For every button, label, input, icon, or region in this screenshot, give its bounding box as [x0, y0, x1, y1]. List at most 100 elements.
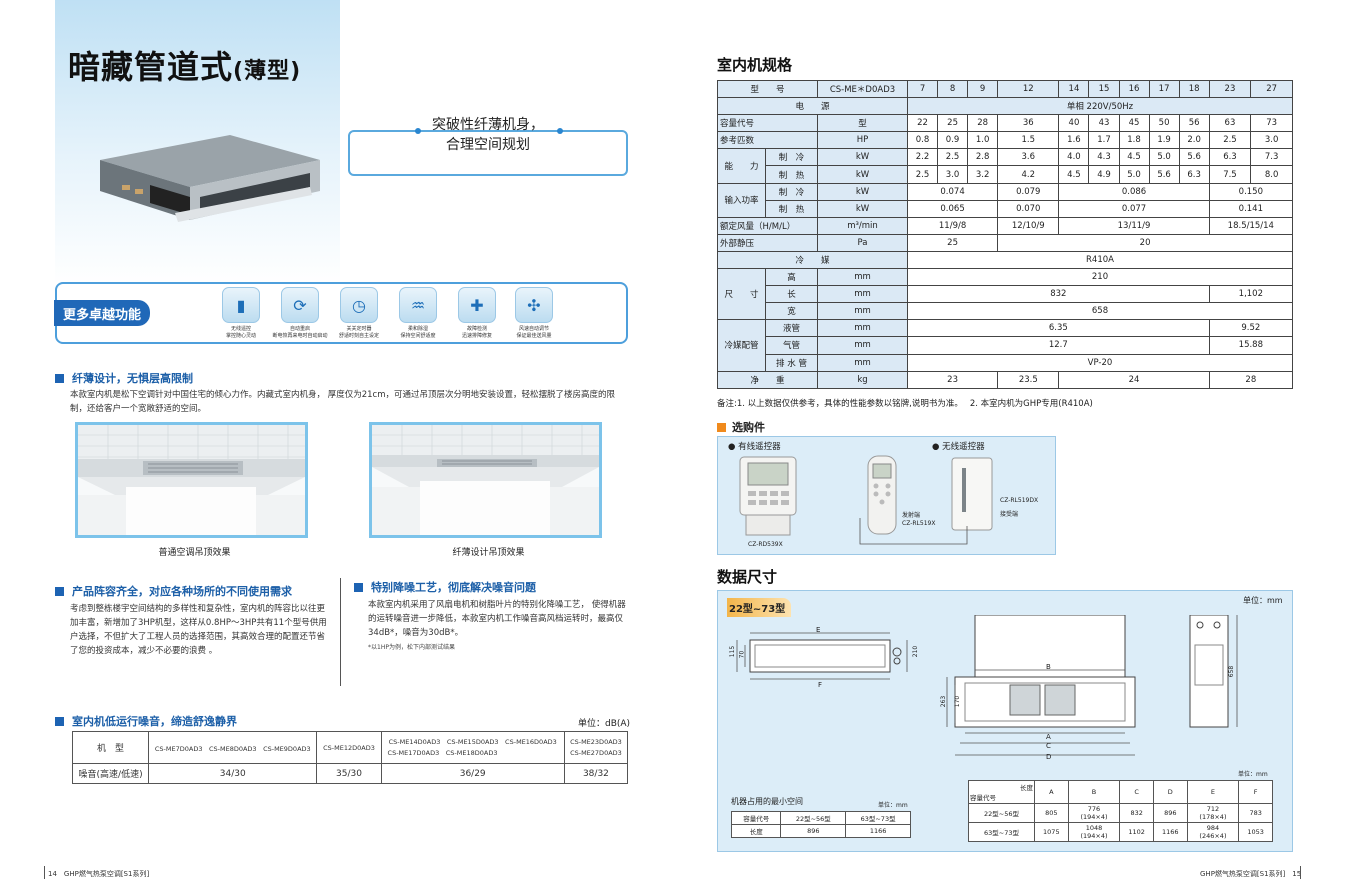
table-cell: 25	[937, 114, 969, 133]
feature-dehumidify: ♒ 柔和除湿保持空间舒适度	[388, 287, 448, 340]
transmitter-model: CZ-RL519X	[902, 520, 936, 527]
table-cell: 3.0	[1250, 131, 1293, 150]
table-cell: 43	[1088, 114, 1120, 133]
table-cell: 36	[997, 114, 1060, 133]
table-cell: 15.88	[1208, 336, 1294, 355]
table-cell: 12	[997, 79, 1060, 99]
feature-diagnosis: ✚ 故障检测迅速排障修复	[447, 287, 507, 340]
options-heading: 选购件	[717, 419, 765, 435]
table-cell: 658	[907, 302, 1293, 321]
thin-ceiling-illustration	[369, 422, 602, 538]
section-noise-table-heading: 室内机低运行噪音，缔造舒逸静界	[55, 713, 237, 729]
connector-line	[859, 518, 968, 545]
table-cell: 783	[1238, 803, 1273, 823]
noise-value: 38/32	[563, 763, 629, 784]
table-cell: 0.070	[997, 199, 1060, 218]
table-cell: mm	[817, 268, 908, 287]
callout-dot	[557, 128, 563, 134]
dim-label-C: C	[1046, 742, 1051, 750]
table-cell: HP	[817, 131, 908, 150]
table-cell: 28	[967, 114, 999, 133]
dimension-drawing	[736, 615, 1238, 756]
section-thin-design-text: 本款室内机是松下空调针对中国住宅的倾心力作。内藏式室内机身， 厚度仅为21cm，…	[70, 390, 615, 414]
table-cell: kW	[817, 165, 908, 184]
dim-label-210: 210	[912, 645, 920, 658]
table-cell: 15	[1088, 79, 1120, 99]
left-footer: 14 GHP燃气热泵空调[S1系列]	[48, 870, 150, 878]
dim-label-F: F	[818, 681, 823, 689]
table-cell: 1053	[1238, 822, 1273, 842]
table-cell: 制 冷	[765, 148, 818, 167]
table-cell: 净 重	[717, 370, 818, 389]
caption-thin: 纤薄设计吊顶效果	[452, 548, 525, 558]
dimension-title: 数据尺寸	[717, 568, 778, 586]
table-cell: mm	[817, 319, 908, 338]
table-cell: 4.5	[1118, 148, 1150, 167]
noise-row-label: 机 型	[71, 731, 150, 764]
table-cell: 外部静压	[717, 233, 818, 252]
table-cell: 28	[1208, 370, 1294, 389]
table-cell: 1.8	[1118, 131, 1150, 150]
table-cell: 832	[1119, 803, 1154, 823]
spec-label: 型 号	[717, 79, 818, 99]
table-cell: 5.6	[1178, 148, 1210, 167]
callout-line2: 合理空间规划	[446, 137, 530, 153]
table-cell: 气管	[765, 336, 818, 355]
spec-title: 室内机规格	[717, 56, 793, 74]
feature-restart: ⟳ 自动重启断电恢再来电时自动启动	[270, 287, 330, 340]
table-cell: 0.074	[906, 182, 999, 201]
features-label: 更多卓越功能	[54, 300, 150, 326]
table-cell: 14	[1058, 79, 1090, 99]
table-cell: 4.5	[1058, 165, 1090, 184]
table-cell: 7	[906, 79, 939, 99]
table-cell: 1.6	[1058, 131, 1090, 150]
spec-note: 备注:1. 以上数据仅供参考，具体的性能参数以铭牌,说明书为准。 2. 本室内机…	[717, 399, 1093, 409]
table-cell: 12.7	[907, 336, 1210, 355]
noise-row-label: 噪音(高速/低速)	[71, 763, 150, 784]
noise-model-cell: CS-ME7D0AD3 CS-ME8D0AD3 CS-ME9D0AD3	[148, 731, 318, 764]
table-cell: 0.9	[937, 131, 969, 150]
table-cell: 0.8	[906, 131, 939, 150]
section-lineup-heading: 产品阵容齐全，对应各种场所的不同使用需求	[55, 583, 292, 599]
dim-table-corner: 长度容量代号	[968, 780, 1035, 804]
indoor-unit-image	[100, 135, 320, 222]
table-cell: 8.0	[1250, 165, 1293, 184]
table-cell: 0.141	[1208, 199, 1294, 218]
space-title: 机器占用的最小空间	[731, 797, 803, 806]
normal-ceiling-illustration	[75, 422, 308, 538]
table-cell: 712(178×4)	[1186, 803, 1240, 823]
table-cell: 1048(194×4)	[1067, 822, 1121, 842]
table-cell: 0.077	[1058, 199, 1210, 218]
table-cell: Pa	[817, 233, 908, 252]
table-cell: 9	[967, 79, 999, 99]
table-cell: 22型~56型	[968, 803, 1035, 823]
feature-fan: ✣ 风速自动调节保证最佳送风量	[504, 287, 564, 340]
wireless-receiver-image	[951, 457, 993, 531]
table-cell: 5.0	[1118, 165, 1150, 184]
dim-label-263: 263	[940, 695, 948, 708]
table-cell: 27	[1250, 79, 1293, 99]
dim-label-B: B	[1046, 663, 1051, 671]
callout-dot	[415, 128, 421, 134]
receiver-label: 接受端	[1000, 511, 1019, 518]
table-cell: 1.0	[967, 131, 999, 150]
table-cell: 3.0	[937, 165, 969, 184]
caption-normal: 普通空调吊顶效果	[158, 548, 231, 558]
table-cell: 56	[1178, 114, 1210, 133]
table-cell: 高	[765, 268, 818, 287]
table-cell: 1.7	[1088, 131, 1120, 150]
table-cell: 电 源	[717, 97, 908, 116]
noise-footnote: *以1HP为例，松下内部测试结果	[368, 644, 455, 651]
section-thin-design-heading: 纤薄设计，无惧层高限制	[55, 370, 193, 386]
right-footer: GHP燃气热泵空调[S1系列] 15	[1200, 870, 1302, 878]
table-cell: 长	[765, 285, 818, 304]
table-cell: 5.0	[1148, 148, 1180, 167]
table-cell: 23	[1208, 79, 1252, 99]
noise-table: 机 型 CS-ME7D0AD3 CS-ME8D0AD3 CS-ME9D0AD3 …	[71, 731, 629, 784]
table-cell: 0.065	[906, 199, 999, 218]
noise-value: 34/30	[148, 763, 318, 784]
spec-model-code: CS-ME＊D0AD3	[817, 79, 908, 99]
